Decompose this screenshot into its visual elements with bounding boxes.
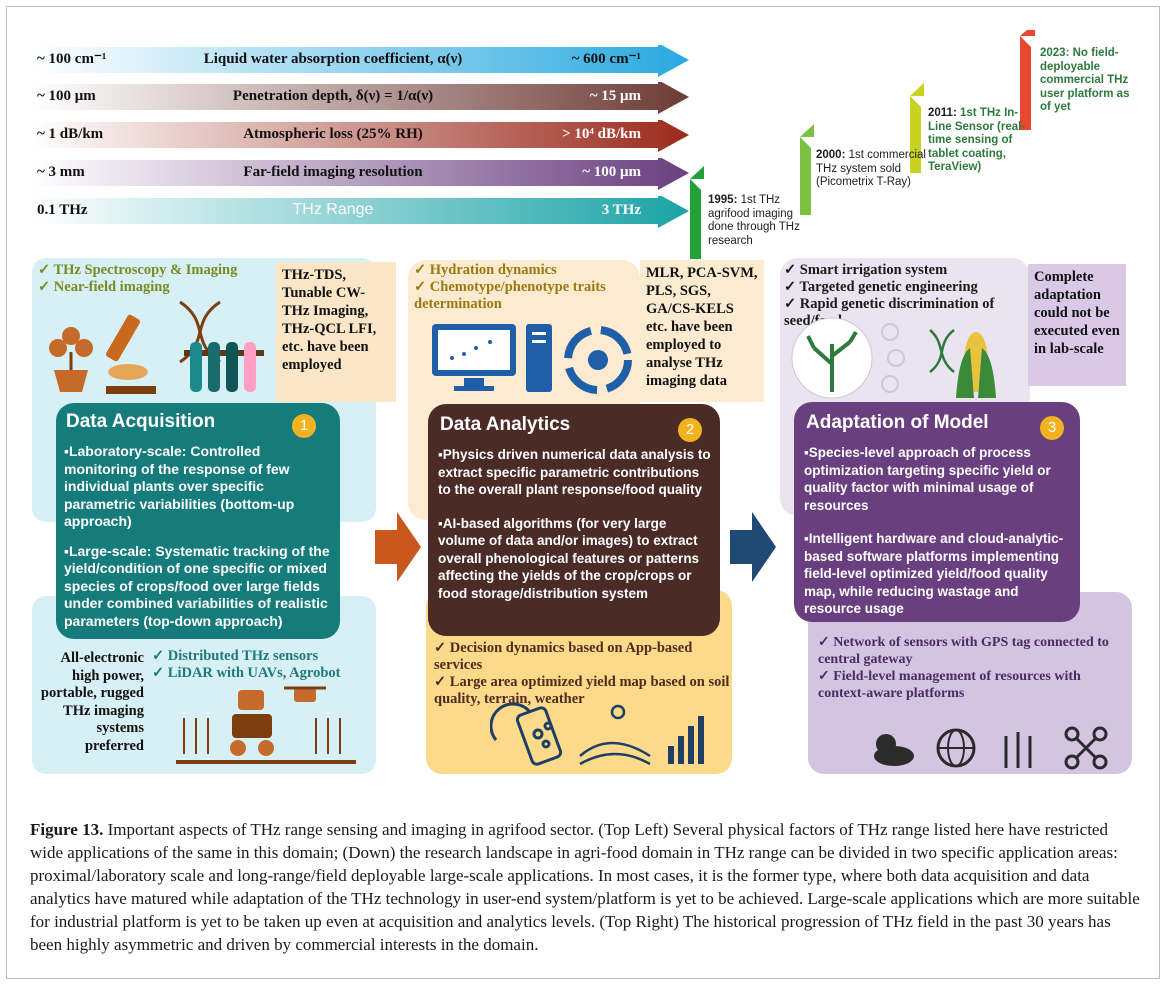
monitor-chart-icon (432, 324, 516, 391)
adaptation-model-box: Adaptation of Model 3 ▪Species-level app… (794, 402, 1080, 622)
panel1-bottom-icons (176, 686, 356, 764)
step-badge-2: 2 (678, 418, 702, 442)
flower-pot-icon (49, 327, 93, 392)
panel3-status-note: Complete adaptation could not be execute… (1028, 264, 1126, 386)
arrow-left-label: ~ 100 cm⁻¹ (37, 51, 107, 67)
bar-chart-icon (668, 716, 704, 764)
corn-icon (956, 332, 996, 398)
arrow-right-2 (730, 512, 776, 582)
weather-icon (874, 734, 914, 766)
data-analytics-box: Data Analytics 2 ▪Physics driven numeric… (428, 404, 720, 636)
wheat-field-icon (183, 718, 341, 754)
arrow-center-label: Atmospheric loss (25% RH) (243, 126, 423, 142)
arrow-right-label: ~ 15 μm (589, 88, 641, 104)
arrow-row-3: ~ 1 dB/km Atmospheric loss (25% RH) > 10⁴ … (33, 120, 691, 154)
dna-icon (929, 329, 955, 373)
arrow-center-label: Liquid water absorption coefficient, α(ν… (203, 51, 463, 67)
wheat-icon (1004, 732, 1032, 768)
timeline-2000: 2000: 1st commercial THz system sold (Pi… (816, 149, 926, 188)
step-badge-3: 3 (1040, 416, 1064, 440)
panel1-methods-note: THz-TDS, Tunable CW-THz Imaging, THz-QCL… (276, 262, 396, 402)
arrow-center-label: Far-field imaging resolution (243, 164, 423, 180)
panel2-icon-row (432, 324, 632, 394)
arrow-right-label: ~ 600 cm⁻¹ (571, 51, 641, 67)
adaptation-model-title: Adaptation of Model (806, 412, 989, 433)
arrow-row-1: ~ 100 cm⁻¹ Liquid water absorption coeffi… (33, 45, 691, 79)
arrow-center-label: Penetration depth, δ(ν) = 1/α(ν) (232, 88, 434, 104)
panel3-bottom-checks: ✓ Network of sensors with GPS tag connec… (818, 635, 1109, 701)
timeline-2023: 2023: No field-deployable commercial THz… (1040, 47, 1130, 113)
caption-text: Important aspects of THz range sensing a… (30, 820, 1140, 954)
timeline-stairs (690, 30, 1035, 259)
timeline-1995: 1995: 1st THz agrifood imaging done thro… (708, 194, 800, 247)
drone-icon (1064, 726, 1108, 770)
panel2-checks: ✓ Hydration dynamics ✓ Chemotype/phenoty… (414, 262, 606, 312)
data-analytics-title: Data Analytics (440, 414, 571, 435)
arrow-row-4: ~ 3 mm Far-field imaging resolution ~ 100 … (33, 158, 691, 192)
panel2-bottom-icons (490, 702, 704, 766)
drone-icon (284, 686, 326, 702)
globe-icon (936, 728, 976, 768)
panel2-bottom-checks: ✓ Decision dynamics based on App-based s… (434, 640, 730, 707)
phone-network-icon (490, 702, 563, 766)
arrow-shape (33, 158, 689, 190)
figure-caption: Figure 13. Important aspects of THz rang… (30, 818, 1140, 956)
arrow-left-label: 0.1 THz (37, 202, 88, 218)
microscope-icon (106, 314, 156, 394)
figure-label: Figure 13. (30, 820, 104, 839)
robot-tractor-icon (230, 690, 274, 756)
plant-cycle-icon (564, 326, 632, 394)
adaptation-model-bullets: ▪Species-level approach of process optim… (804, 445, 1064, 616)
arrow-right-label: > 10⁴ dB/km (562, 126, 641, 142)
panel1-checks: ✓ THz Spectroscopy & Imaging ✓ Near-fiel… (38, 262, 238, 295)
arrow-right-1 (375, 512, 421, 582)
arrow-right-label: ~ 100 μm (582, 164, 641, 180)
test-tubes-icon (184, 342, 264, 392)
arrow-shape (33, 120, 689, 152)
arrow-shape (33, 82, 689, 114)
panel3-bottom-icons (874, 726, 1108, 770)
arrow-left-label: ~ 3 mm (37, 164, 85, 180)
arrow-shape (33, 196, 689, 228)
farmland-icon (579, 704, 651, 766)
data-acquisition-title: Data Acquisition (66, 411, 216, 432)
arrow-row-2: ~ 100 μm Penetration depth, δ(ν) = 1/α(ν)… (33, 82, 691, 116)
panel2-methods-note: MLR, PCA-SVM, PLS, SGS, GA/CS-KELS etc. … (640, 260, 764, 402)
arrow-left-label: ~ 1 dB/km (37, 126, 104, 142)
data-analytics-bullets: ▪Physics driven numerical data analysis … (438, 447, 711, 601)
figure-frame (6, 6, 1160, 979)
panel3-icon-row (791, 317, 996, 399)
arrow-row-5: 0.1 THz THz Range 3 THz (33, 196, 691, 230)
arrow-center-label: THz Range (292, 201, 374, 218)
panel1-bottom-checks: ✓ Distributed THz sensors ✓ LiDAR with U… (152, 648, 341, 681)
panel1-icon-row (49, 300, 264, 394)
arrow-shape (33, 45, 689, 77)
panel3-bottom-bg (808, 592, 1132, 774)
data-acquisition-box: Data Acquisition 1 ▪Laboratory-scale: Co… (56, 403, 340, 639)
neural-tree-icon (791, 317, 905, 399)
panel1-bottom-note: All-electronic high power, portable, rug… (40, 650, 144, 754)
arrow-left-label: ~ 100 μm (37, 88, 96, 104)
step-badge-1: 1 (292, 414, 316, 438)
computer-tower-icon (526, 324, 552, 392)
data-acquisition-bullets: ▪Laboratory-scale: Controlled monitoring… (64, 443, 330, 629)
arrow-right-label: 3 THz (601, 202, 641, 218)
timeline-2011: 2011: 1st THz In-Line Sensor (real-time … (928, 107, 1026, 173)
